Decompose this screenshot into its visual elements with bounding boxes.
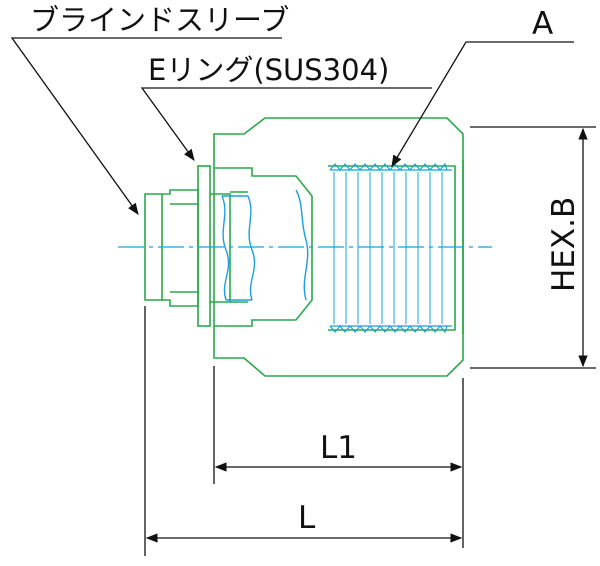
thread-bore: [328, 165, 456, 331]
leader-blind-sleeve: [10, 37, 282, 215]
label-blind-sleeve: ブラインドスリーブ: [30, 3, 289, 37]
tube-wavy-right: [247, 195, 256, 301]
label-hex-b: HEX.B: [546, 197, 582, 292]
label-e-ring: Eリング(SUS304): [148, 53, 389, 87]
e-ring-plate: [197, 165, 211, 327]
leader-lines: [10, 37, 574, 215]
leader-e-ring: [140, 87, 432, 161]
leader-thread: [391, 41, 574, 168]
dimensions: [144, 126, 596, 556]
tube-wavy-left: [221, 195, 230, 301]
internal-thread: [329, 162, 452, 334]
body-bore: [214, 167, 313, 327]
tube-seal: [221, 189, 309, 301]
label-l: L: [298, 500, 316, 536]
label-thread-a: A: [532, 6, 553, 42]
label-l1: L1: [320, 430, 357, 466]
hex-body-outline: [213, 117, 464, 377]
